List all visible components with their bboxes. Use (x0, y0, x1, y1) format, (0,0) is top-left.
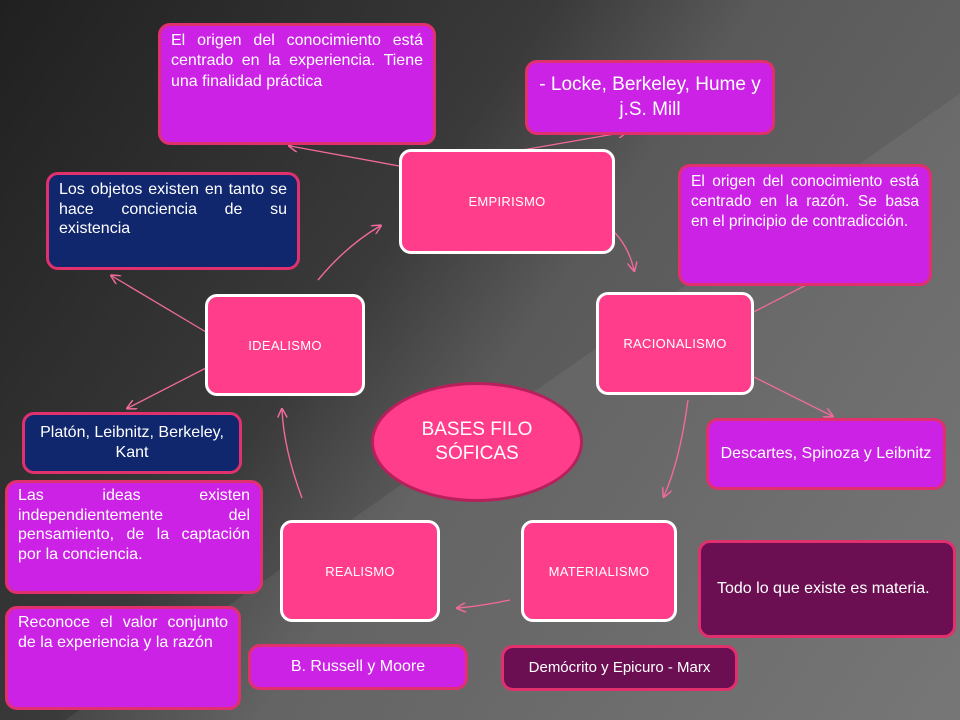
node-empirismo: EMPIRISMO (399, 149, 615, 254)
note-empirismo-desc: El origen del conocimiento está centrado… (158, 23, 436, 145)
note-empirismo-authors: - Locke, Berkeley, Hume y j.S. Mill (525, 60, 775, 135)
arrow-idealismo-to-empirismo (317, 226, 380, 281)
node-realismo-label: REALISMO (325, 563, 395, 579)
note-realismo-desc: Reconoce el valor conjunto de la experie… (5, 606, 241, 710)
arrow-racionalismo-to-authors (751, 375, 832, 416)
note-empirismo-authors-text: - Locke, Berkeley, Hume y j.S. Mill (539, 74, 761, 120)
node-racionalismo: RACIONALISMO (596, 292, 754, 395)
center-bases-filosoficas: BASES FILOSÓFICAS (371, 382, 583, 502)
note-materialismo-authors-text: Demócrito y Epicuro - Marx (528, 659, 711, 676)
node-realismo: REALISMO (280, 520, 440, 622)
note-materialismo-desc: Todo lo que existe es materia. (698, 540, 956, 638)
arrow-racionalismo-to-materialismo (664, 399, 689, 496)
note-realismo-desc-text: Reconoce el valor conjunto de la experie… (18, 614, 228, 651)
note-materialismo-desc-text: Todo lo que existe es materia. (717, 579, 930, 597)
note-empirismo-desc-text: El origen del conocimiento está centrado… (171, 32, 423, 90)
node-idealismo: IDEALISMO (205, 294, 365, 396)
note-realismo-authors-text: B. Russell y Moore (290, 657, 426, 675)
center-label: BASES FILOSÓFICAS (421, 419, 533, 464)
arrow-realismo-to-idealismo (282, 410, 303, 499)
note-idealismo-authors-text: Platón, Leibnitz, Berkeley, Kant (40, 423, 224, 461)
note-idealismo-desc1-text: Los objetos existen en tanto se hace con… (59, 181, 287, 238)
note-idealismo-desc1: Los objetos existen en tanto se hace con… (46, 172, 300, 270)
node-materialismo-label: MATERIALISMO (548, 563, 650, 579)
note-racionalismo-authors-text: Descartes, Spinoza y Leibnitz (720, 444, 932, 462)
node-empirismo-label: EMPIRISMO (468, 194, 546, 209)
arrow-materialismo-to-realismo (458, 599, 511, 608)
note-idealismo-desc2-text: Las ideas existen independientemente del… (18, 487, 250, 563)
node-racionalismo-label: RACIONALISMO (623, 336, 727, 351)
arrow-idealismo-to-authors (128, 367, 207, 408)
note-realismo-authors: B. Russell y Moore (248, 644, 468, 690)
node-materialismo: MATERIALISMO (521, 520, 677, 622)
note-idealismo-authors: Platón, Leibnitz, Berkeley, Kant (22, 412, 242, 474)
note-racionalismo-desc: El origen del conocimiento está centrado… (678, 164, 932, 286)
note-idealismo-desc2: Las ideas existen independientemente del… (5, 480, 263, 594)
note-racionalismo-desc-text: El origen del conocimiento está centrado… (691, 173, 919, 230)
note-racionalismo-authors: Descartes, Spinoza y Leibnitz (706, 418, 946, 490)
node-idealismo-label: IDEALISMO (248, 337, 322, 353)
arrow-idealismo-to-desc1 (112, 276, 207, 333)
note-materialismo-authors: Demócrito y Epicuro - Marx (501, 645, 738, 691)
